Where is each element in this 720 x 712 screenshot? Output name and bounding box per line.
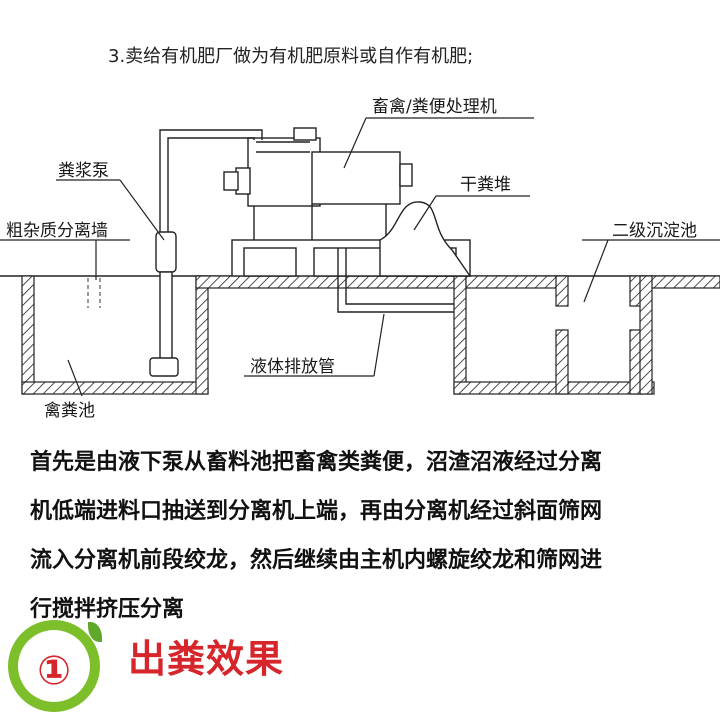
section-title: 出粪效果	[128, 637, 285, 681]
label-separation-wall: 粗杂质分离墙	[6, 221, 108, 241]
label-dry-pile: 干粪堆	[460, 175, 511, 195]
description-line: 行搅拌挤压分离	[30, 596, 185, 622]
leaf-icon	[88, 622, 102, 642]
dry-manure-pile	[379, 201, 472, 277]
intro-text: 3.卖给有机肥厂做为有机肥原料或自作有机肥;	[108, 46, 474, 67]
slurry-pump	[149, 231, 179, 377]
description-line: 流入分离机前段绞龙，然后继续由主机内螺旋绞龙和筛网进	[30, 547, 603, 573]
drain-channel	[195, 275, 655, 395]
badge-number: ①	[37, 648, 71, 694]
section-header: ① 出粪效果	[0, 612, 720, 712]
separator-machine	[223, 127, 413, 240]
label-pump: 粪浆泵	[58, 161, 109, 181]
description-line: 首先是由液下泵从畜料池把畜禽类粪便，沼渣沼液经过分离	[30, 449, 603, 475]
section-badge: ①	[8, 620, 100, 712]
inlet-pipe	[159, 129, 263, 240]
description-paragraph: 首先是由液下泵从畜料池把畜禽类粪便，沼渣沼液经过分离 机低端进料口抽送到分离机上…	[30, 438, 700, 634]
separation-wall-mark	[87, 278, 101, 308]
description-line: 机低端进料口抽送到分离机上端，再由分离机经过斜面筛网	[30, 498, 603, 524]
label-secondary-tank: 二级沉淀池	[612, 221, 697, 241]
label-drain-pipe: 液体排放管	[250, 357, 335, 377]
label-machine: 畜禽/粪便处理机	[372, 97, 497, 117]
secondary-settling-tank	[465, 275, 720, 395]
process-diagram: 畜禽/粪便处理机 粪浆泵 干粪堆 粗杂质分离墙 二级沉淀池 液体排放管 禽粪池	[0, 97, 720, 421]
label-manure-pool: 禽粪池	[44, 401, 95, 421]
liquid-drain-pipe	[337, 248, 454, 313]
manure-pool	[21, 275, 209, 395]
